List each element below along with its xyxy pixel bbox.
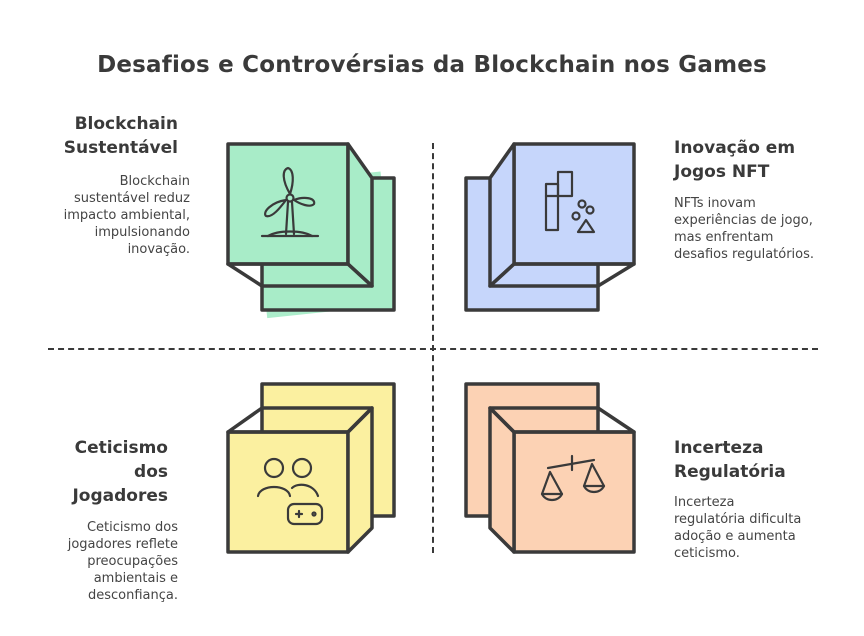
heading-ceticismo-jogadores: Ceticismo dos Jogadores xyxy=(72,438,168,506)
desc-inovacao-jogos-nft: NFTs inovam experiências de jogo, mas en… xyxy=(674,196,815,262)
cube-yellow xyxy=(226,382,396,554)
cube-peach xyxy=(464,382,636,554)
desc-incerteza-regulatoria: Incerteza regulatória dificulta adoção e… xyxy=(674,495,802,561)
wind-turbine-icon xyxy=(226,142,396,319)
cube-blue xyxy=(464,142,636,312)
heading-inovacao-jogos-nft: Inovação em Jogos NFT xyxy=(674,138,796,182)
diagram-title: Desafios e Controvérsias da Blockchain n… xyxy=(97,52,767,78)
players-gamepad-icon xyxy=(226,382,396,554)
cube-green xyxy=(226,142,396,319)
desc-blockchain-sustentavel: Blockchain sustentável reduz impacto amb… xyxy=(63,174,190,257)
horizontal-divider xyxy=(48,348,818,350)
heading-incerteza-regulatoria: Incerteza Regulatória xyxy=(674,438,786,482)
heading-blockchain-sustentavel: Blockchain Sustentável xyxy=(63,114,178,158)
desc-ceticismo-jogadores: Ceticismo dos jogadores reflete preocupa… xyxy=(67,520,178,603)
scales-icon xyxy=(464,382,636,554)
game-assets-icon xyxy=(464,142,636,312)
